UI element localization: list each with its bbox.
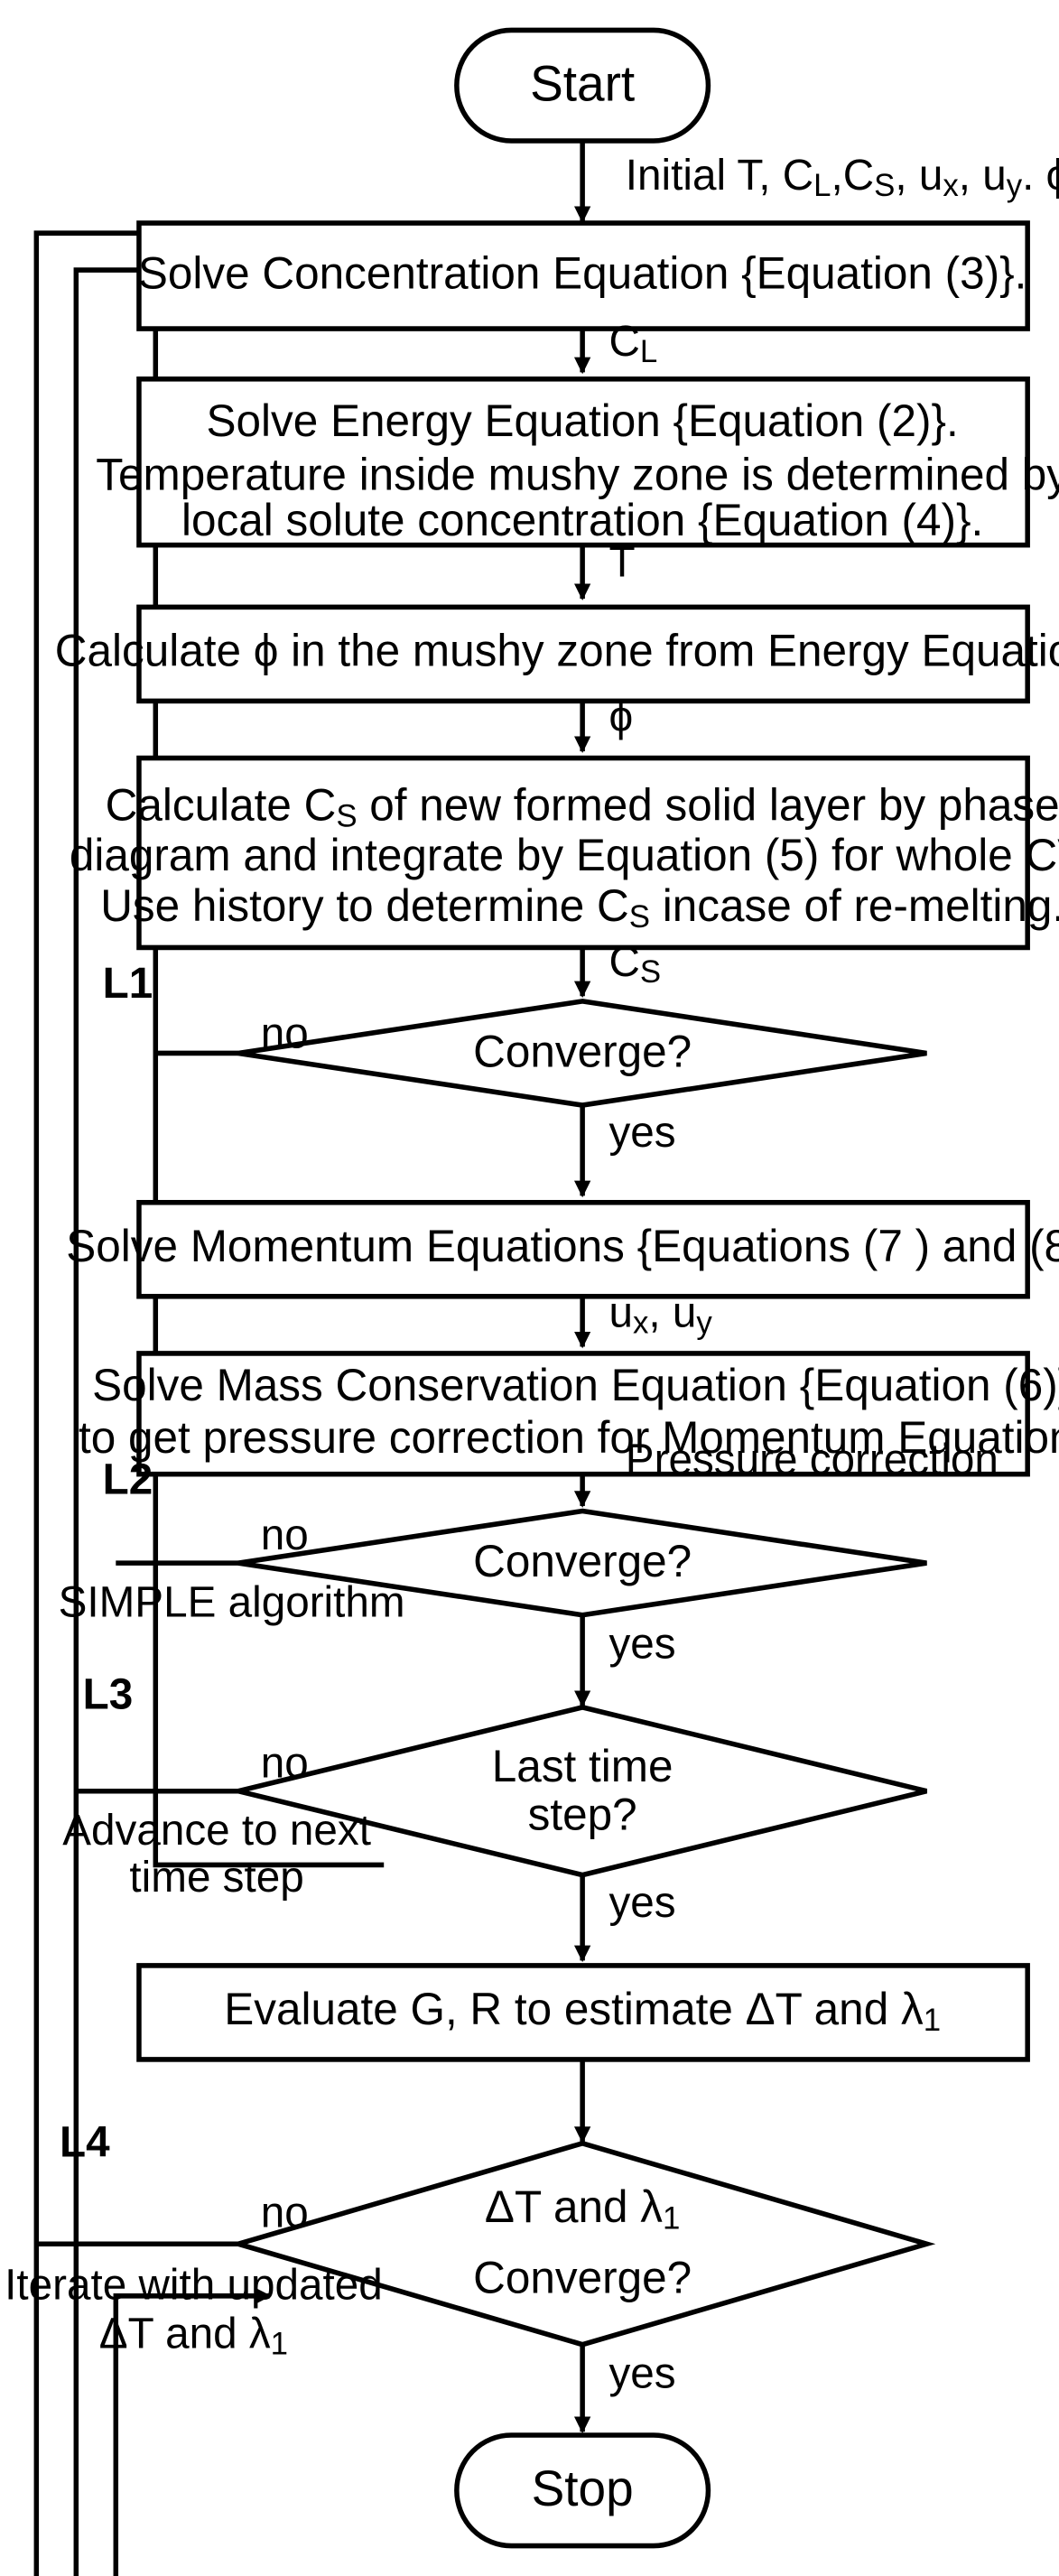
loop-return-l2 <box>113 2287 272 2576</box>
loop-label-l4: L4 <box>60 2118 110 2166</box>
note-advance-line2: time step <box>129 1854 303 1902</box>
label-converge-3-line1: ΔT and λ1 <box>485 2181 680 2237</box>
edge-label-temperature: T <box>608 538 635 586</box>
edge-label-phi: ϕ <box>608 693 633 740</box>
label-converge-3-line2: Converge? <box>473 2252 692 2302</box>
label-calculate-phi: Calculate ϕ in the mushy zone from Energ… <box>55 625 1059 675</box>
label-solidconc-line3: Use history to determine CS incase of re… <box>100 880 1059 935</box>
node-solve-energy[interactable] <box>136 376 1030 548</box>
edge-label-yes-4: yes <box>608 2349 675 2397</box>
edge-label-initial-conditions: Initial T, CL,CS, ux, uy. ϕ, λ1 <box>626 151 1059 203</box>
loop-label-l3: L3 <box>83 1670 134 1718</box>
stop-node[interactable] <box>454 2432 711 2549</box>
loop-label-l2: L2 <box>103 1455 153 1503</box>
edge-label-cl: CL <box>608 317 657 369</box>
edge-label-no-1: no <box>261 1009 309 1057</box>
label-solve-energy-line3: local solute concentration {Equation (4)… <box>181 494 983 544</box>
note-simple-algorithm: SIMPLE algorithm <box>59 1578 405 1626</box>
edge-label-yes-2: yes <box>608 1620 675 1668</box>
node-converge-3[interactable] <box>229 2140 936 2348</box>
node-solve-mass[interactable] <box>136 1351 1030 1477</box>
label-evaluate-gr: Evaluate G, R to estimate ΔT and λ1 <box>224 1984 941 2039</box>
label-solidconc-line2: diagram and integrate by Equation (5) fo… <box>70 830 1059 880</box>
node-solve-momentum[interactable] <box>136 1199 1030 1299</box>
label-last-time-step-line1: Last time <box>492 1741 673 1791</box>
node-calculate-solid-concentration[interactable] <box>136 755 1030 951</box>
edge-label-velocity: ux, uy <box>608 1288 712 1341</box>
note-iterate-line1: Iterate with updated <box>5 2261 383 2309</box>
edge-label-no-4: no <box>261 2189 309 2237</box>
start-label: Start <box>530 55 635 111</box>
node-evaluate-gr[interactable] <box>136 1963 1030 2062</box>
label-solve-energy-line1: Solve Energy Equation {Equation (2)}. <box>207 395 959 446</box>
label-solve-concentration: Solve Concentration Equation {Equation (… <box>138 247 1026 298</box>
loop-label-l1: L1 <box>103 960 153 1008</box>
label-solidconc-line1: Calculate CS of new formed solid layer b… <box>106 779 1059 834</box>
edge-label-yes-1: yes <box>608 1109 675 1157</box>
edge-label-yes-3: yes <box>608 1879 675 1927</box>
label-solve-mass-line2: to get pressure correction for Momentum … <box>79 1411 1059 1462</box>
label-converge-2: Converge? <box>473 1536 692 1586</box>
edge-label-cs: CS <box>608 937 661 990</box>
note-advance-line1: Advance to next <box>62 1807 371 1855</box>
stop-label: Stop <box>532 2460 634 2516</box>
edge-label-no-2: no <box>261 1511 309 1559</box>
label-converge-1: Converge? <box>473 1026 692 1076</box>
label-solve-momentum: Solve Momentum Equations {Equations (7 )… <box>66 1221 1059 1271</box>
edge-label-pressure-correction: Pressure correction <box>626 1436 999 1483</box>
edge-label-no-3: no <box>261 1739 309 1787</box>
note-iterate-line2: ΔT and λ1 <box>99 2310 288 2362</box>
node-solve-concentration[interactable] <box>136 220 1030 331</box>
label-solve-mass-line1: Solve Mass Conservation Equation {Equati… <box>92 1360 1059 1410</box>
label-last-time-step-line2: step? <box>528 1789 637 1839</box>
label-solve-energy-line2: Temperature inside mushy zone is determi… <box>96 449 1059 499</box>
